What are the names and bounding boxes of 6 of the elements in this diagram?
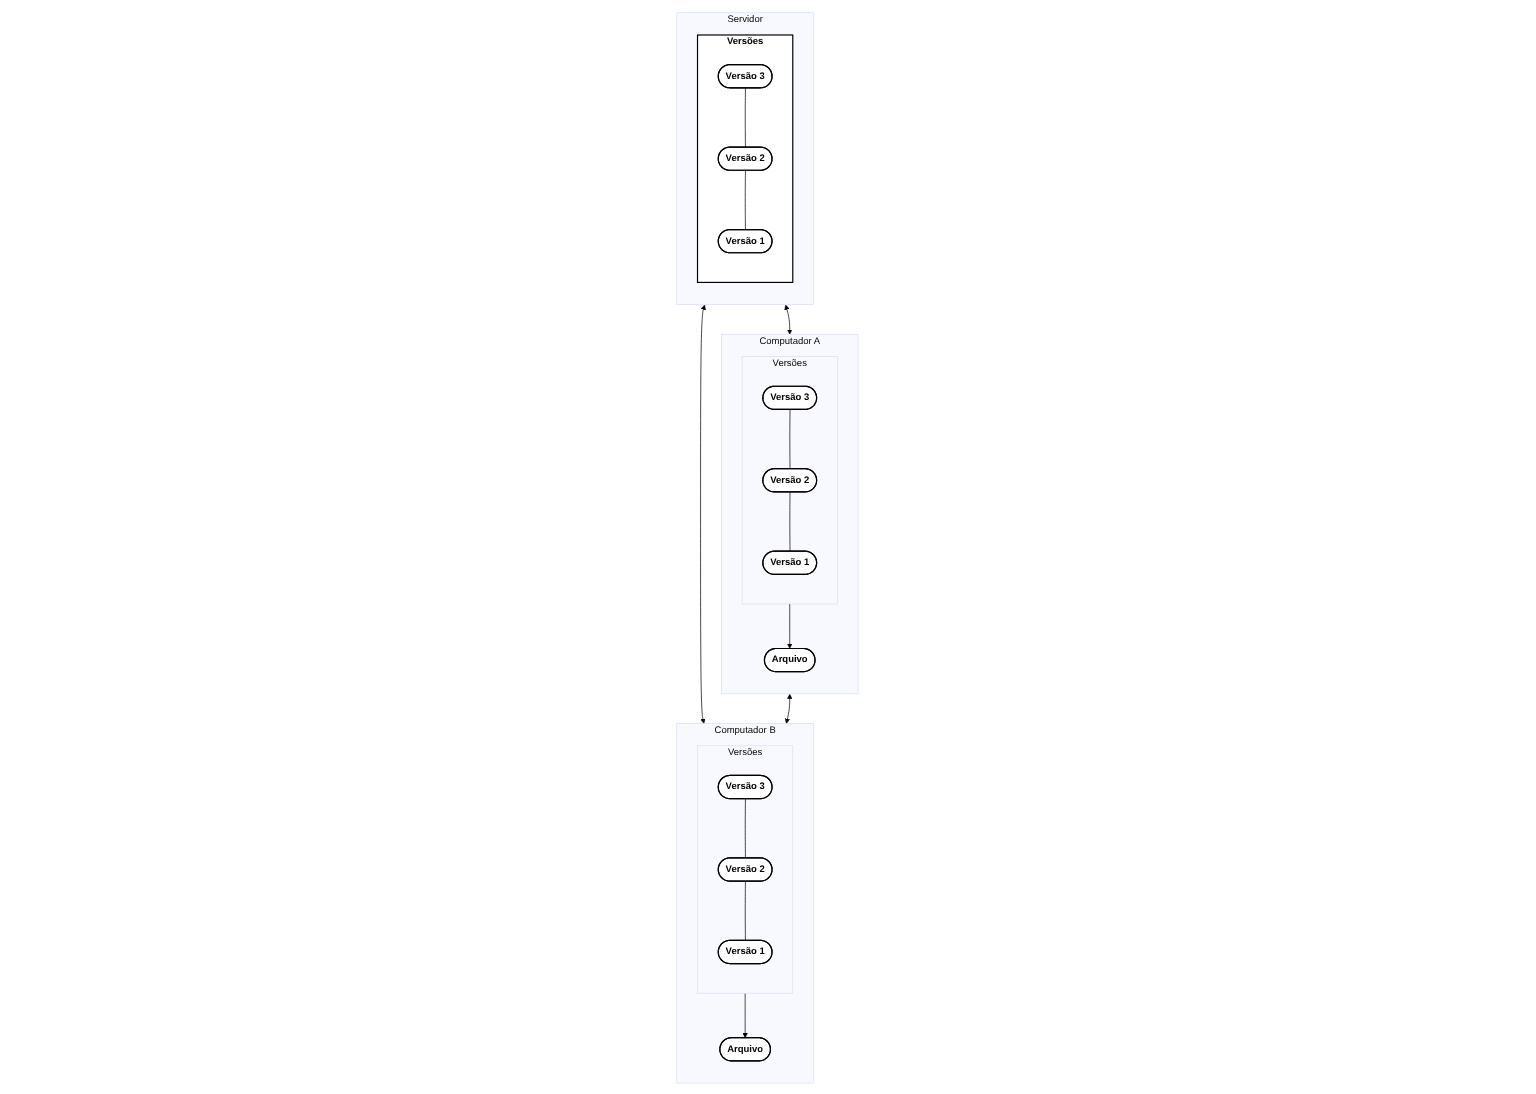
- connector: [745, 797, 747, 858]
- connector: [745, 86, 747, 147]
- connector: [745, 169, 747, 230]
- connector: [790, 490, 791, 551]
- connector: [745, 880, 747, 941]
- connector: [790, 408, 791, 469]
